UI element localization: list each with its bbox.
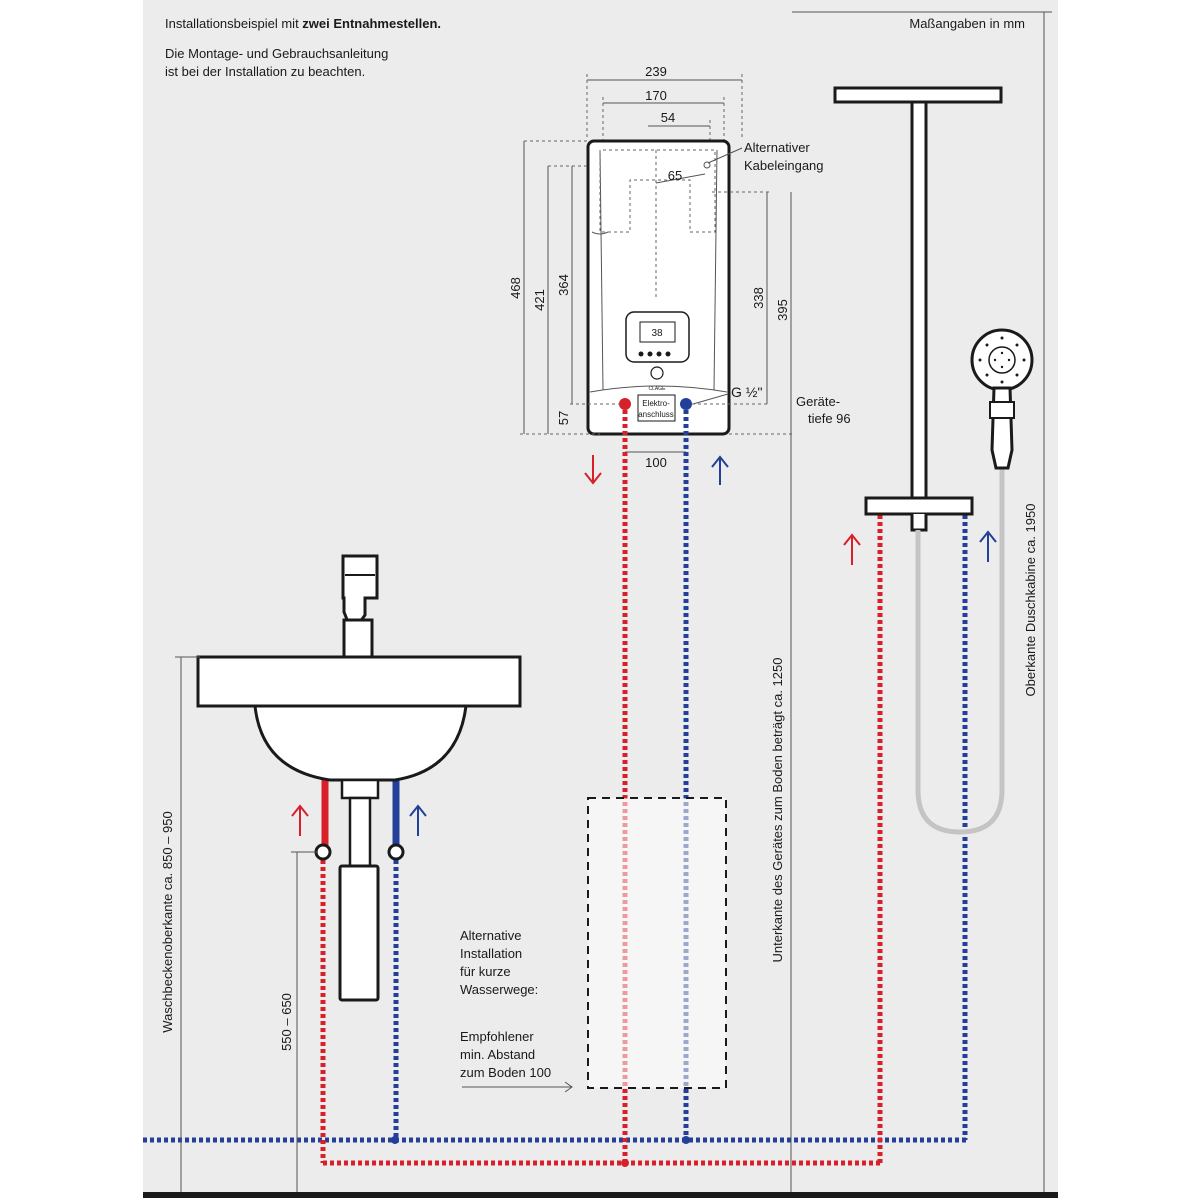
- alt-line-2: Installation: [460, 946, 522, 961]
- dim-338: 338: [751, 287, 766, 309]
- units-label: Maßangaben in mm: [909, 16, 1025, 31]
- cold-inlet: [680, 398, 692, 410]
- shower-hose: [915, 468, 1005, 835]
- hot-angle-valve: [314, 843, 332, 861]
- dim-170: 170: [645, 88, 667, 103]
- dim-239: 239: [645, 64, 667, 79]
- depth-label-1: Geräte-: [796, 394, 840, 409]
- alt-rec-arrow: [462, 1081, 573, 1093]
- alt-install-box: [587, 797, 727, 1089]
- shower-holder: [989, 401, 1015, 419]
- shower: [833, 86, 1034, 835]
- dim-100: 100: [645, 455, 667, 470]
- dim-65: 65: [668, 168, 682, 183]
- elektro-box: [637, 394, 676, 422]
- hot-outlet: [619, 398, 631, 410]
- depth-label-2: tiefe 96: [808, 411, 851, 426]
- heater-body: [586, 139, 731, 436]
- dim-57: 57: [556, 411, 571, 425]
- alt-line-3: für kurze: [460, 964, 511, 979]
- flow-arrows: [291, 455, 997, 836]
- alt-cable-label-1: Alternativer: [744, 140, 810, 155]
- floor-line: [143, 1192, 1058, 1198]
- elektro-label-1: Elektro-: [642, 399, 670, 408]
- dim-395: 395: [775, 299, 790, 321]
- cold-angle-valve: [387, 843, 405, 861]
- alt-cable-label-2: Kabeleingang: [744, 158, 824, 173]
- washbasin: [196, 554, 522, 1002]
- alt-rec-1: Empfohlener: [460, 1029, 534, 1044]
- sink-height-label: Waschbeckenoberkante ca. 850 – 950: [160, 811, 175, 1032]
- valve-height-label: 550 – 650: [279, 993, 294, 1051]
- alt-line-1: Alternative: [460, 928, 521, 943]
- heater-display-value: 38: [651, 328, 663, 339]
- shower-riser: [910, 100, 928, 502]
- thread-label: G ½": [731, 384, 762, 400]
- shower-head-rain: [833, 86, 1003, 104]
- alt-rec-3: zum Boden 100: [460, 1065, 551, 1080]
- alt-line-4: Wasserwege:: [460, 982, 538, 997]
- dim-468: 468: [508, 277, 523, 299]
- sink-drain: [340, 778, 380, 800]
- dim-364: 364: [556, 274, 571, 296]
- header-line-2: Die Montage- und Gebrauchsanleitung: [165, 46, 388, 61]
- heater-brand: CLAGE: [649, 386, 667, 392]
- shower-top-label: Oberkante Duschkabine ca. 1950: [1023, 504, 1038, 697]
- sink-trap: [338, 864, 380, 1002]
- hand-shower-handle: [990, 386, 1014, 470]
- elektro-label-2: anschluss: [638, 410, 674, 419]
- header-line-1: Installationsbeispiel mit zwei Entnahmes…: [165, 16, 441, 31]
- shower-mixer: [864, 496, 974, 516]
- device-bottom-label: Unterkante des Gerätes zum Boden beträgt…: [770, 658, 785, 963]
- header-line-3: ist bei der Installation zu beachten.: [165, 64, 365, 79]
- water-heater: 239 170 54 65 Alternativer Kabeleingang …: [508, 64, 851, 470]
- alt-rec-2: min. Abstand: [460, 1047, 535, 1062]
- sink-counter: [196, 655, 522, 708]
- dim-54: 54: [661, 110, 675, 125]
- dim-421: 421: [532, 289, 547, 311]
